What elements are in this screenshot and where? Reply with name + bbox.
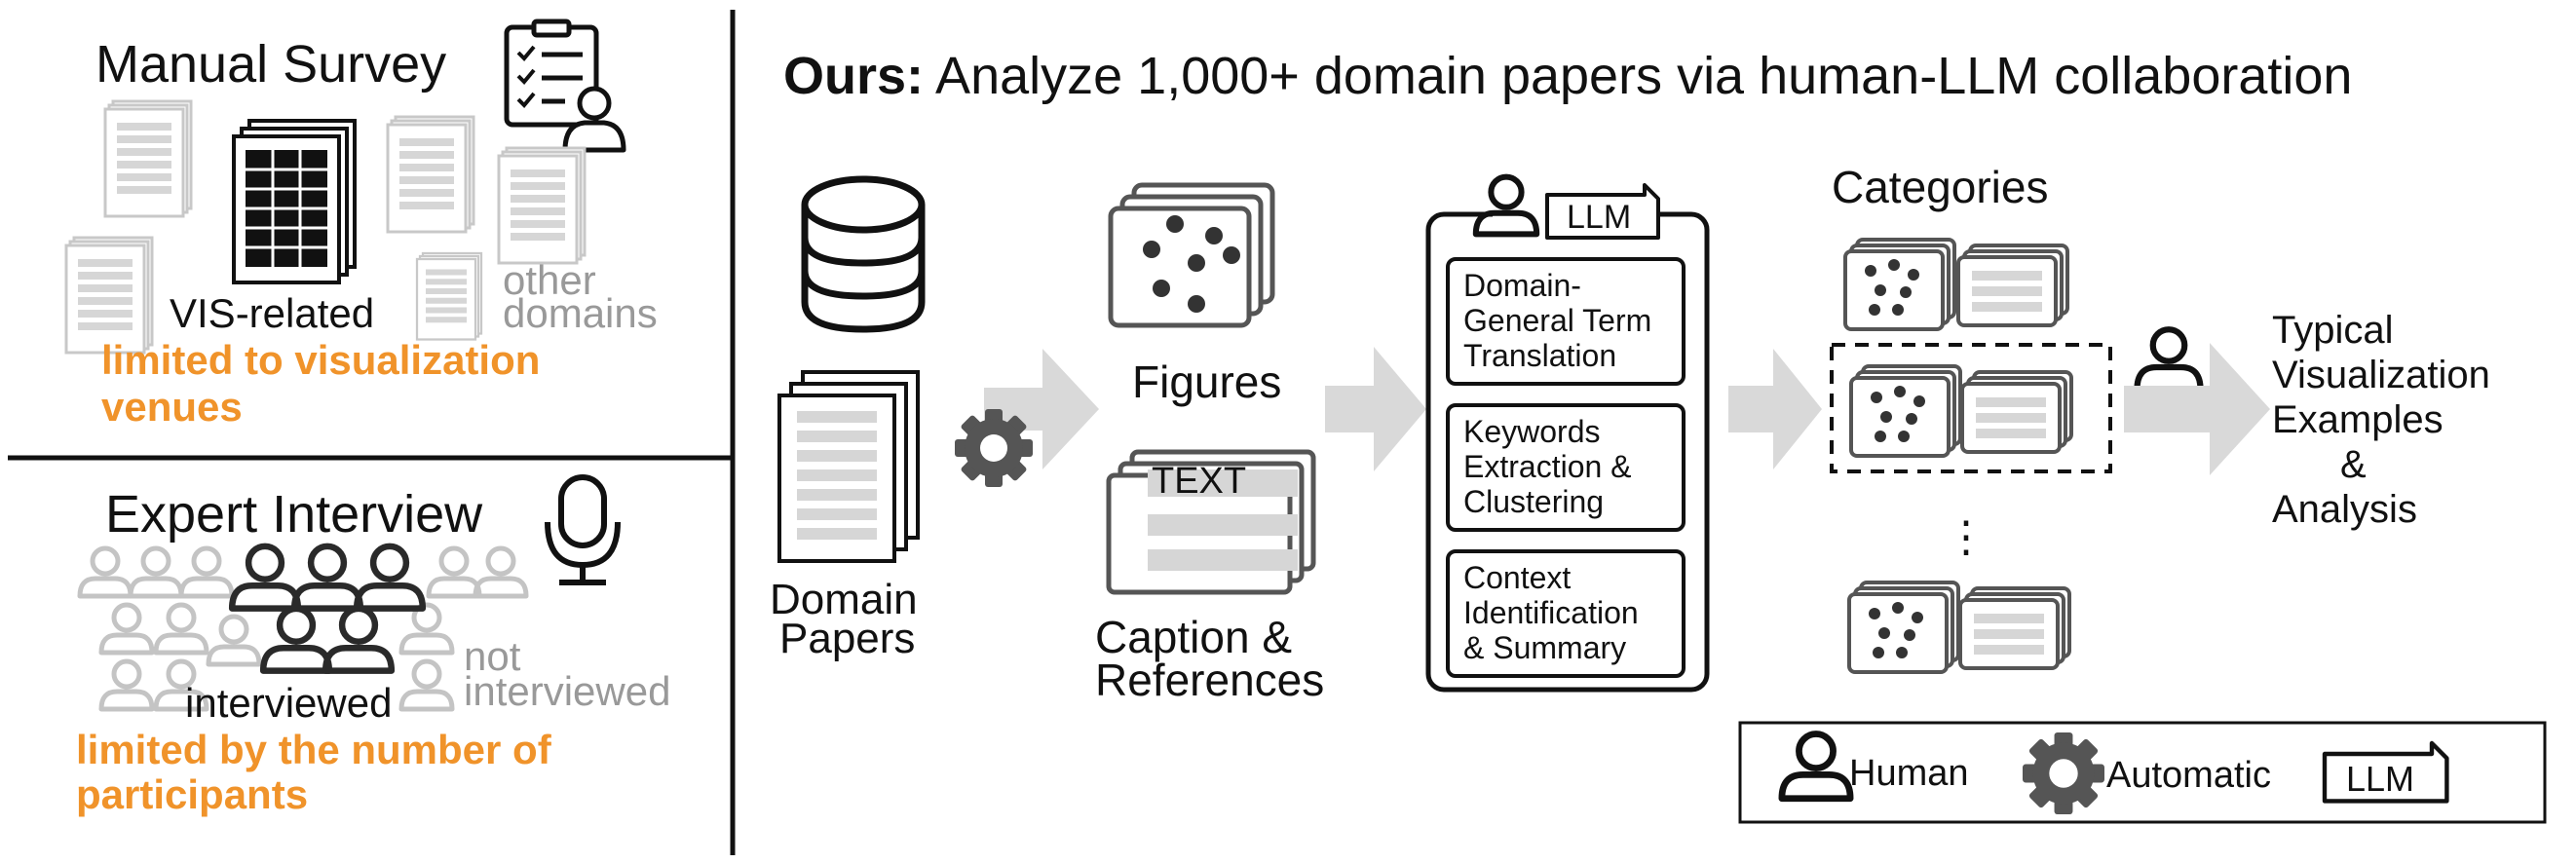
legend-gear-icon — [2023, 732, 2104, 814]
legend-llm-label: LLM — [2346, 759, 2414, 799]
ours-title-rest: Analyze 1,000+ domain papers via human-L… — [924, 47, 2352, 105]
manual-survey-panel: Manual Survey — [64, 19, 658, 430]
caption-stack — [1106, 449, 1316, 595]
categories-title: Categories — [1832, 162, 2048, 212]
step-3-line-1: Context — [1463, 560, 1571, 595]
human-review-icon — [2138, 329, 2201, 389]
ours-title-bold: Ours: — [783, 47, 924, 105]
domain-papers-label-2: Papers — [779, 615, 915, 662]
vis-related-docs — [232, 119, 357, 284]
vis-related-label: VIS-related — [170, 290, 374, 336]
not-interviewed-label-2: interviewed — [464, 668, 670, 714]
step-1-line-3: Translation — [1463, 338, 1616, 373]
expert-interview-title: Expert Interview — [105, 485, 483, 544]
step-2-line-1: Keywords — [1463, 414, 1601, 449]
step-3-line-3: & Summary — [1463, 630, 1626, 665]
output-line-5: Analysis — [2272, 488, 2417, 531]
database-icon — [801, 175, 926, 333]
output-line-1: Typical — [2272, 309, 2394, 352]
not-interviewed-label-1: not — [464, 633, 521, 679]
interview-limitation-1: limited by the number of — [76, 727, 552, 772]
caption-label-1: Caption & — [1095, 612, 1292, 662]
more-categories-ellipsis: ⋮ — [1945, 513, 1988, 561]
step-1-line-2: General Term — [1463, 303, 1651, 338]
microphone-icon — [545, 474, 621, 585]
figures-stack — [1108, 182, 1275, 328]
step-2-line-3: Clustering — [1463, 484, 1604, 519]
text-tag-label: TEXT — [1152, 461, 1246, 502]
arrow-4 — [2124, 343, 2270, 475]
output-line-3: Examples — [2272, 398, 2443, 441]
interview-limitation-2: participants — [76, 771, 308, 817]
manual-survey-title: Manual Survey — [95, 35, 446, 94]
legend-human-label: Human — [1849, 753, 1969, 794]
ours-title: Ours: Analyze 1,000+ domain papers via h… — [783, 47, 2352, 105]
domain-papers-stack — [777, 370, 920, 563]
arrow-3 — [1728, 349, 1822, 469]
category-group-1 — [1843, 238, 2069, 331]
step-1-line-1: Domain- — [1463, 268, 1581, 303]
step-box-3 — [1446, 549, 1686, 678]
category-group-3 — [1847, 581, 2071, 674]
arrow-1 — [984, 349, 1099, 469]
output-line-4: & — [2340, 443, 2367, 486]
interviewed-group — [232, 546, 423, 671]
survey-clipboard-icon — [504, 19, 626, 153]
output-line-2: Visualization — [2272, 354, 2490, 396]
other-domains-label-2: domains — [503, 290, 658, 336]
gear-icon — [955, 409, 1033, 487]
domain-papers-label-1: Domain — [770, 576, 918, 623]
llm-process-box: LLM Domain- General Term Translation Key… — [1425, 177, 1710, 693]
selected-category-frame — [1830, 343, 2112, 473]
arrow-2 — [1325, 347, 1426, 471]
other-domains-label-1: other — [503, 257, 596, 303]
step-3-line-2: Identification — [1463, 595, 1639, 630]
step-box-2 — [1446, 403, 1686, 532]
legend-automatic-label: Automatic — [2106, 755, 2271, 796]
figures-label: Figures — [1132, 356, 1281, 407]
caption-label-2: References — [1095, 655, 1324, 705]
survey-limitation-2: venues — [101, 384, 243, 430]
step-2-line-2: Extraction & — [1463, 449, 1632, 484]
legend: Human Automatic LLM — [1738, 721, 2547, 824]
llm-tag-label: LLM — [1567, 199, 1631, 236]
interviewed-label: interviewed — [185, 680, 392, 726]
category-group-2 — [1849, 364, 2073, 458]
survey-limitation-1: limited to visualization — [101, 337, 540, 383]
step-box-1 — [1446, 257, 1686, 386]
expert-interview-panel: Expert Interview — [76, 474, 670, 817]
